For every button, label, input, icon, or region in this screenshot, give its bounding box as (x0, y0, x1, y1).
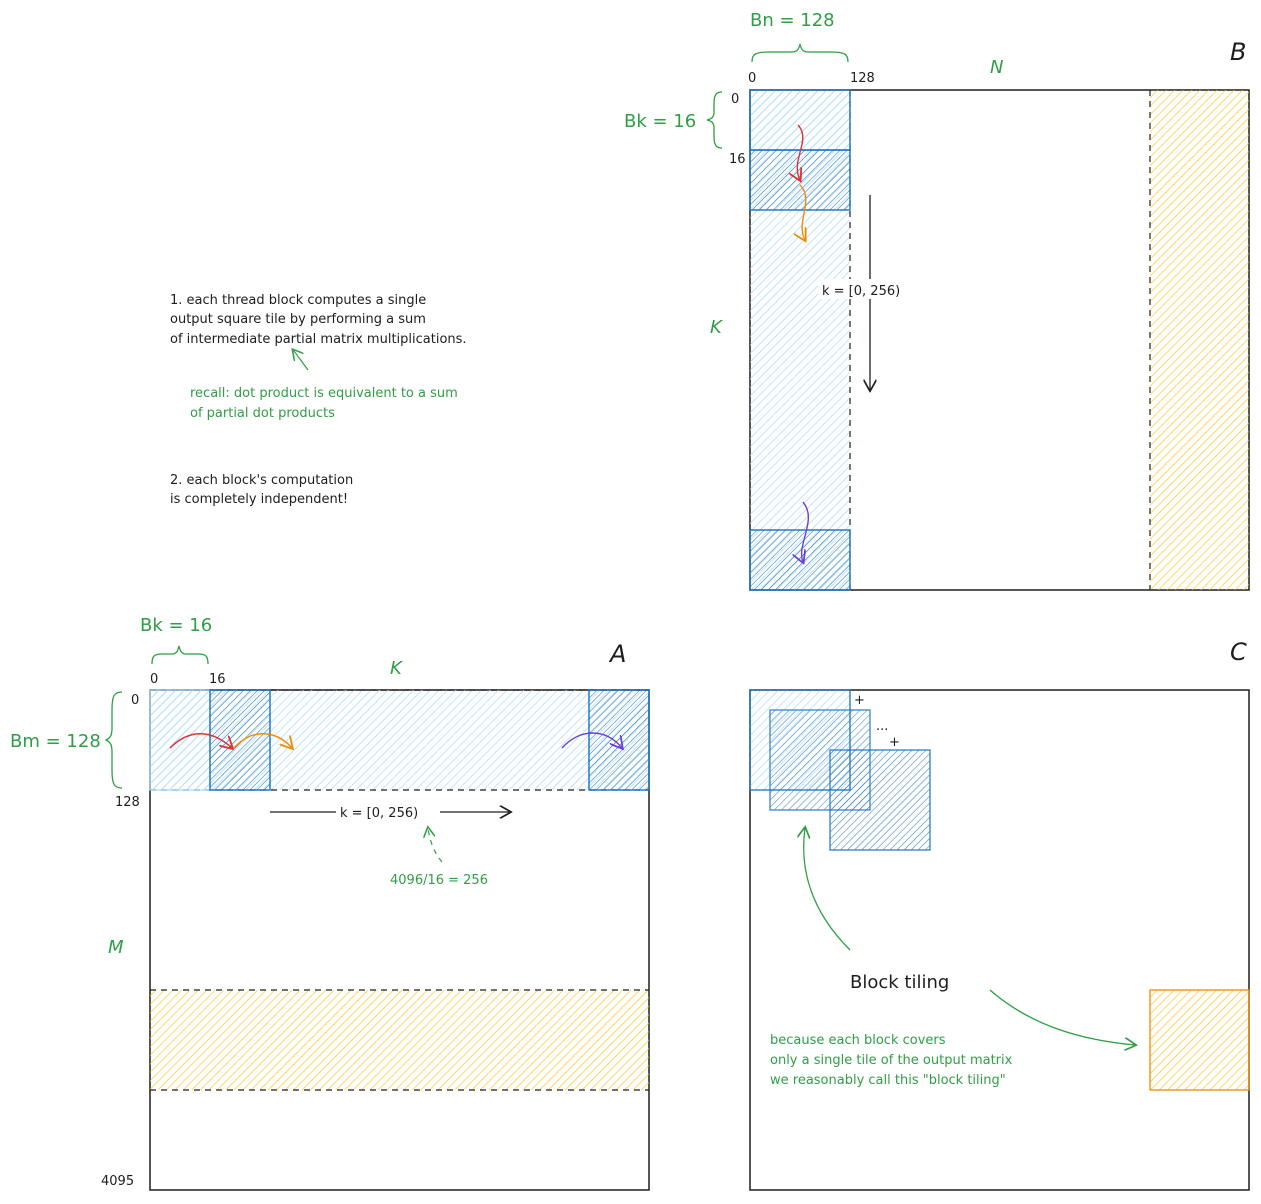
block-tiling-label: Block tiling (850, 972, 949, 993)
matrix-b-step-arrow-orange (800, 184, 806, 240)
note-line-3: of intermediate partial matrix multiplic… (170, 332, 467, 347)
matrix-c-dots: ... (876, 719, 888, 734)
matrix-b-name: B (1230, 38, 1246, 66)
matrix-a-tick-col-16: 16 (209, 672, 226, 687)
note-point2-line-1: 2. each block's computation (170, 473, 353, 488)
matrix-b-dim-n: N (990, 57, 1003, 78)
matrix-a-step-arrow-purple (561, 732, 622, 748)
matrix-b-tick-row-0: 0 (731, 92, 739, 107)
block-tiling-explain-3: we reasonably call this "block tiling" (770, 1073, 1006, 1088)
note-line-1: 1. each thread block computes a single (170, 293, 426, 308)
matrix-a-bm-brace (104, 691, 123, 789)
matrix-a-dim-m: M (108, 937, 124, 958)
matrix-c: + ... + Block tiling because each block … (749, 638, 1250, 1191)
note-point2-line-2: is completely independent! (170, 492, 348, 507)
matrix-c-plus-2: + (889, 735, 900, 750)
matrix-b: k = [0, 256) Bn = 128 0 128 Bk = 16 0 16… (624, 10, 1250, 591)
matrix-a-tick-row-4095: 4095 (101, 1174, 134, 1189)
matrix-b-dim-k: K (710, 317, 723, 338)
matrix-b-step-arrow-purple (802, 501, 809, 562)
matrix-a-name: A (608, 640, 626, 668)
matrix-b-bn-label: Bn = 128 (750, 10, 835, 31)
matrix-b-bk-brace (706, 91, 723, 149)
matrix-c-output-tile (1149, 989, 1250, 1091)
matrix-a-k-note-arrow (428, 828, 443, 863)
matrix-a-step-arrow-orange (233, 733, 292, 748)
block-tiling-arrow-right (989, 989, 1135, 1045)
matrix-a-bm-label: Bm = 128 (10, 731, 101, 752)
matrix-a-bk-label: Bk = 16 (140, 615, 212, 636)
matrix-b-tick-col-0: 0 (748, 71, 756, 86)
matrix-a-tick-row-128: 128 (115, 795, 140, 810)
matrix-b-tile-last (749, 529, 851, 591)
matrix-c-name: C (1230, 638, 1247, 666)
recall-line-2: of partial dot products (190, 406, 335, 421)
recall-arrow (293, 350, 309, 371)
matrix-a-bk-brace (151, 645, 209, 665)
matrix-a-k-range: k = [0, 256) (340, 806, 418, 821)
matrix-b-bn-brace (751, 43, 849, 63)
matrix-b-bk-label: Bk = 16 (624, 111, 696, 132)
matrix-a-output-row (150, 990, 649, 1090)
matrix-a-dim-k: K (390, 658, 403, 679)
matrix-c-outline (749, 689, 1250, 1191)
matrix-c-plus-1: + (854, 693, 865, 708)
matrix-b-step-arrow-red (797, 124, 804, 180)
notes-block: 1. each thread block computes a single o… (170, 293, 467, 507)
matrix-a-tick-row-0: 0 (131, 693, 139, 708)
block-tiling-explain-2: only a single tile of the output matrix (770, 1053, 1013, 1068)
matrix-b-tile-0 (749, 89, 851, 151)
matrix-b-output-column (1150, 90, 1249, 590)
matrix-a-k-note: 4096/16 = 256 (390, 873, 488, 888)
matrix-a-step-arrow-red (169, 733, 232, 748)
matrix-a: k = [0, 256) 4096/16 = 256 Bk = 16 0 16 … (10, 615, 650, 1191)
matrix-b-k-range: k = [0, 256) (822, 284, 900, 299)
matrix-c-partial-tile-3 (829, 749, 931, 851)
matrix-a-tile-last (588, 689, 650, 791)
block-tiling-explain-1: because each block covers (770, 1033, 946, 1048)
recall-line-1: recall: dot product is equivalent to a s… (190, 386, 458, 401)
matrix-a-tile-1 (209, 689, 271, 791)
note-line-2: output square tile by performing a sum (170, 312, 426, 327)
matrix-a-tick-col-0: 0 (150, 672, 158, 687)
matrix-b-tick-col-128: 128 (850, 71, 875, 86)
block-tiling-arrow-up (804, 828, 851, 951)
matrix-b-tick-row-16: 16 (729, 152, 746, 167)
